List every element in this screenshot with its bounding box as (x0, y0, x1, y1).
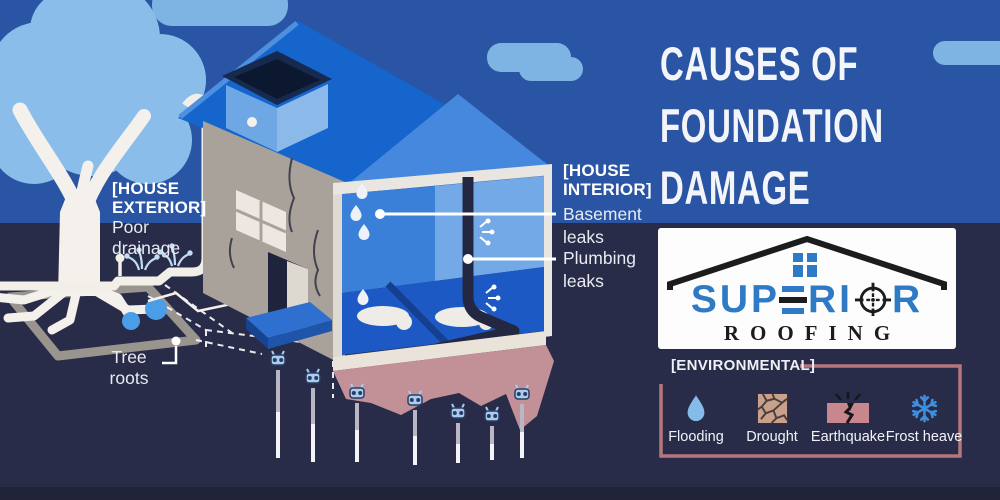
helical-pier (407, 390, 423, 465)
env-item-drought: Drought (734, 391, 810, 445)
cloud-icon (487, 43, 583, 81)
environmental-header: [ENVIRONMENTAL] (671, 357, 816, 374)
callout-basement-leaks (375, 209, 556, 219)
cloud-icon (933, 41, 1000, 65)
wall-cracks (228, 157, 321, 297)
plumbing-leaks-label: Plumbing leaks (563, 248, 636, 291)
helical-pier (270, 350, 286, 458)
environmental-items: Flooding Drought (658, 391, 962, 445)
env-item-frost-heave: Frost heave (886, 391, 962, 445)
helical-piers (270, 350, 530, 465)
interior-cutaway (333, 164, 552, 357)
sprinkler-icon (115, 253, 125, 276)
basement-leaks-label: Basement leaks (563, 204, 642, 247)
cloud-icon (152, 0, 288, 26)
house-interior-header: [HOUSE INTERIOR] (563, 161, 652, 199)
earthquake-crack-icon (826, 391, 870, 424)
helical-pier (450, 403, 466, 463)
door-stoop (246, 302, 332, 349)
tree-trunk (12, 102, 151, 296)
callout-plumbing-leaks (463, 254, 556, 264)
title-line: CAUSES OF (660, 37, 859, 90)
helical-pier (514, 384, 530, 458)
stylized-e-glyph (779, 286, 808, 314)
chimney (222, 51, 332, 152)
tree-canopy (0, 0, 206, 184)
roof-outline-icon (667, 235, 947, 290)
brand-subtitle: ROOFING (723, 321, 902, 345)
title-line: FOUNDATION (660, 99, 884, 152)
tree-roots-label: Tree roots (109, 347, 149, 388)
water-blob (145, 298, 167, 320)
helical-pier (349, 383, 365, 462)
helical-pier (484, 406, 500, 460)
leak-spray-icon (479, 218, 501, 312)
callout-tree-roots (162, 336, 181, 365)
poor-drainage-label: Poor drainage (112, 217, 181, 258)
water-drop-icon (682, 391, 710, 424)
env-item-earthquake: Earthquake (810, 391, 886, 445)
crosshair-target-icon (854, 282, 892, 317)
foundation-band (333, 331, 546, 371)
water-blob (122, 312, 140, 330)
window-icon (793, 253, 817, 277)
env-item-flooding: Flooding (658, 391, 734, 445)
helical-pier (305, 368, 321, 462)
house (178, 21, 552, 366)
snowflake-icon (909, 391, 940, 424)
floor-puddle (357, 306, 493, 330)
wall-window (235, 190, 287, 252)
water-drop-icon (350, 183, 370, 305)
cracked-earth-icon (756, 391, 788, 424)
foundation-soil (333, 345, 554, 430)
roof-gable (348, 94, 548, 184)
environmental-box-border (659, 364, 962, 458)
house-exterior-header: [HOUSE EXTERIOR] (112, 179, 207, 217)
plumbing-pipe (462, 177, 517, 337)
title-line: DAMAGE (660, 161, 811, 214)
page-title: CAUSES OF FOUNDATION DAMAGE (660, 33, 954, 219)
